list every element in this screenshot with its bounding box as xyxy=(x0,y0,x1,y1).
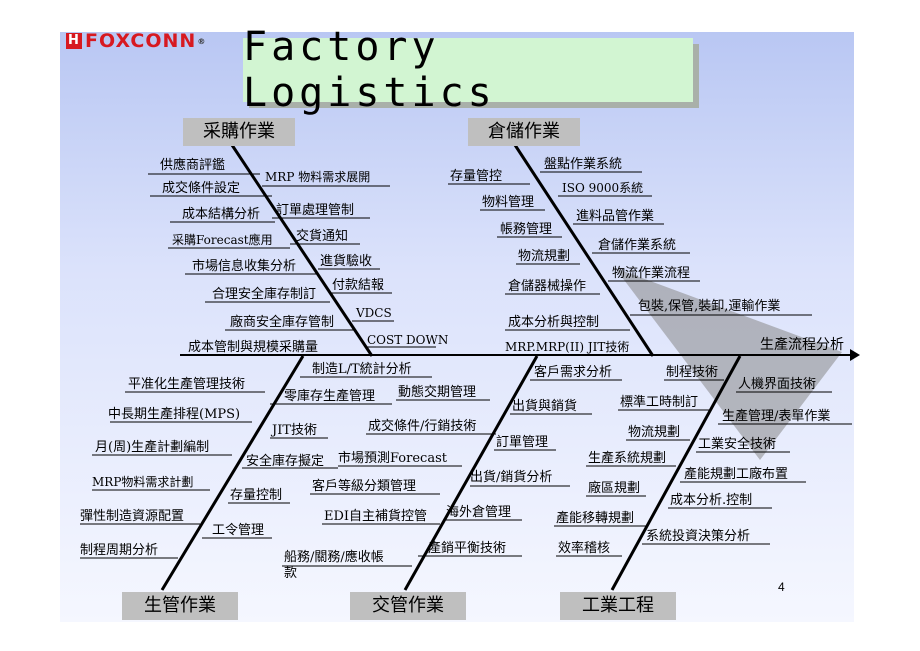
bone-warehouse xyxy=(513,144,655,357)
bone-label: 安全庫存擬定 xyxy=(246,454,325,469)
bone-label: 市場信息收集分析 xyxy=(192,259,297,274)
bone-label: 盤點作業系統 xyxy=(544,157,623,172)
bone-label: 生產系統規劃 xyxy=(588,451,667,466)
logo-text: FOXCONN xyxy=(85,30,197,52)
bone-label: 倉儲作業系統 xyxy=(598,238,677,253)
bone-label: COST DOWN xyxy=(367,333,449,347)
bone-label: 系統投資決策分析 xyxy=(646,529,751,544)
bone-procurement xyxy=(230,144,374,357)
bone-label: 進料品管作業 xyxy=(576,209,655,224)
bone-label: 成本分析與控制 xyxy=(508,315,600,330)
bone-label: 訂單處理管制 xyxy=(276,203,355,218)
bone-label: MRP物料需求計劃 xyxy=(92,475,194,489)
bone-label: 標準工時制訂 xyxy=(620,395,699,410)
category-procurement: 采購作業 xyxy=(183,118,295,146)
arrowhead-icon xyxy=(850,349,860,361)
bone-label: 存量管控 xyxy=(450,169,503,184)
bone-industrial-engineering xyxy=(610,355,742,591)
bone-label: 產能移轉規劃 xyxy=(556,511,635,526)
bone-label: 成交條件設定 xyxy=(162,181,241,196)
bone-label: 中長期生產排程(MPS) xyxy=(108,407,241,422)
bone-label: 出貨/銷貨分析 xyxy=(470,470,553,485)
bone-label: 市場預測Forecast xyxy=(338,451,447,466)
page-title: Factory Logistics xyxy=(243,24,496,116)
bone-label: MRP.MRP(II) JIT技術 xyxy=(505,340,630,354)
bone-label: 帳務管理 xyxy=(500,222,553,237)
bone-label: 海外倉管理 xyxy=(446,505,512,520)
bone-label: 采購Forecast應用 xyxy=(172,233,273,247)
bone-label: 包裝,保管,裝卸,運輸作業 xyxy=(638,299,781,314)
foxconn-logo: H FOXCONN ® xyxy=(66,30,206,52)
bone-label: 廠區規劃 xyxy=(588,481,641,496)
head-label: 生產流程分析 xyxy=(760,337,844,353)
bone-label: 工業安全技術 xyxy=(698,437,777,452)
bone-label: 人機界面技術 xyxy=(738,377,817,392)
bone-label: 物流規劃 xyxy=(628,425,681,440)
bone-label: 倉儲器械操作 xyxy=(508,279,587,294)
bone-label: 生產管理/表單作業 xyxy=(722,409,831,424)
category-warehouse: 倉儲作業 xyxy=(468,118,580,146)
bone-label: 成本結構分析 xyxy=(182,207,261,222)
bone-label: 訂單管理 xyxy=(496,435,549,450)
bone-label: 客戶需求分析 xyxy=(534,365,613,380)
title-box: Factory Logistics xyxy=(243,24,693,116)
bone-label: ISO 9000系統 xyxy=(562,181,644,195)
bone-label: 彈性制造資源配置 xyxy=(80,509,185,524)
bone-label: 產銷平衡技術 xyxy=(428,541,507,556)
bone-label: 月(周)生產計劃編制 xyxy=(95,440,210,455)
bone-label: 客戶等級分類管理 xyxy=(312,479,417,494)
bone-label: VDCS xyxy=(356,306,392,320)
bone-label: 零庫存生產管理 xyxy=(284,389,376,404)
bone-traffic xyxy=(403,355,539,591)
logo-mark-icon: H xyxy=(66,33,82,49)
bone-label: 平准化生產管理技術 xyxy=(128,377,246,392)
bone-label: 制程周期分析 xyxy=(80,543,159,558)
bone-label: 交貨通知 xyxy=(296,229,349,244)
bone-label: 合理安全庫存制訂 xyxy=(212,287,317,302)
bone-label: 效率稽核 xyxy=(558,541,611,556)
category-production-control: 生管作業 xyxy=(122,592,238,620)
bone-label: 供應商評鑑 xyxy=(160,158,226,173)
bone-label: 款 xyxy=(284,566,298,581)
page-number: 4 xyxy=(778,580,785,594)
category-traffic: 交管作業 xyxy=(350,592,466,620)
bone-label: 船務/關務/應收帳 xyxy=(284,550,384,565)
bone-label: 物流規劃 xyxy=(518,249,571,264)
bone-label: 工令管理 xyxy=(212,523,265,538)
bone-label: EDI自主補貨控管 xyxy=(324,509,428,524)
bone-label: 進貨驗收 xyxy=(320,254,373,269)
bone-label: 制程技術 xyxy=(666,365,719,380)
bone-label: 物料管理 xyxy=(482,195,535,210)
bone-label: 存量控制 xyxy=(230,488,283,503)
bone-label: 付款結報 xyxy=(332,278,385,293)
bone-label: 產能規劃工廠布置 xyxy=(684,467,789,482)
bone-label: JIT技術 xyxy=(272,423,318,438)
bone-label: 出貨與銷貨 xyxy=(512,399,578,414)
label-underlines xyxy=(80,171,852,567)
bone-label: 物流作業流程 xyxy=(612,266,691,281)
bone-label: MRP 物料需求展開 xyxy=(265,170,371,184)
bone-label: 成本分析.控制 xyxy=(670,493,753,508)
category-industrial-engineering: 工業工程 xyxy=(560,592,676,620)
bone-label: 成本管制與規模采購量 xyxy=(188,340,319,355)
bone-label: 制造L/T統計分析 xyxy=(312,362,412,377)
bone-production-control xyxy=(160,355,305,591)
bone-label: 動態交期管理 xyxy=(398,385,477,400)
bone-label: 廠商安全庫存管制 xyxy=(230,315,335,330)
head-shadow xyxy=(615,268,842,460)
bone-label: 成交條件/行銷技術 xyxy=(368,419,477,434)
